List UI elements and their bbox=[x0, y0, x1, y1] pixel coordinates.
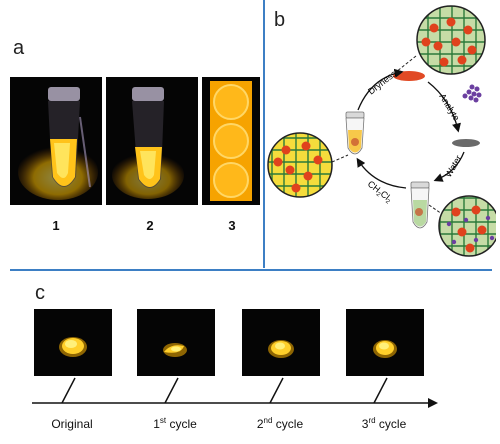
quenched-film bbox=[452, 139, 480, 147]
analyte-label: Analyte bbox=[437, 92, 461, 123]
film-photo-cycle-1 bbox=[137, 309, 215, 376]
cycle-schematic: Dryness Analyte Water CH2Cl2 bbox=[267, 5, 496, 257]
photo-label-3: 3 bbox=[228, 218, 236, 233]
vial-photo-2 bbox=[106, 77, 198, 205]
film-photo-cycle-2 bbox=[242, 309, 320, 376]
dryness-label: Dryness bbox=[366, 68, 399, 97]
film-photo-cycle-3 bbox=[346, 309, 424, 376]
stage-label-cycle-3: 3rd cycle bbox=[361, 416, 407, 431]
photo-label-2: 2 bbox=[146, 218, 154, 233]
gel-vial-top bbox=[345, 111, 365, 155]
analyte-cluster bbox=[462, 84, 482, 103]
stage-label-cycle-1: 1st cycle bbox=[153, 416, 197, 431]
panel-b-letter: b bbox=[274, 9, 286, 31]
film-photo-original bbox=[34, 309, 112, 376]
photo-label-1: 1 bbox=[52, 218, 60, 233]
dried-network-circle bbox=[416, 5, 486, 75]
water-label: Water bbox=[443, 153, 463, 179]
swollen-network-circle bbox=[267, 132, 333, 198]
cycle-timeline-arrow bbox=[32, 377, 438, 408]
well-plate-photo-3 bbox=[202, 77, 260, 205]
vertical-divider bbox=[263, 0, 265, 268]
stage-label-cycle-2: 2nd cycle bbox=[256, 416, 304, 431]
panel-c-letter: c bbox=[35, 282, 45, 304]
gel-vial-bottom bbox=[410, 181, 430, 229]
analyte-network-circle bbox=[438, 195, 496, 257]
panel-a-letter: a bbox=[13, 37, 25, 59]
ch2cl2-label: CH2Cl2 bbox=[365, 179, 395, 206]
vial-photo-1 bbox=[10, 77, 102, 205]
zoom-line bbox=[395, 55, 417, 73]
horizontal-divider bbox=[10, 269, 492, 271]
stage-label-original: Original bbox=[51, 417, 93, 431]
